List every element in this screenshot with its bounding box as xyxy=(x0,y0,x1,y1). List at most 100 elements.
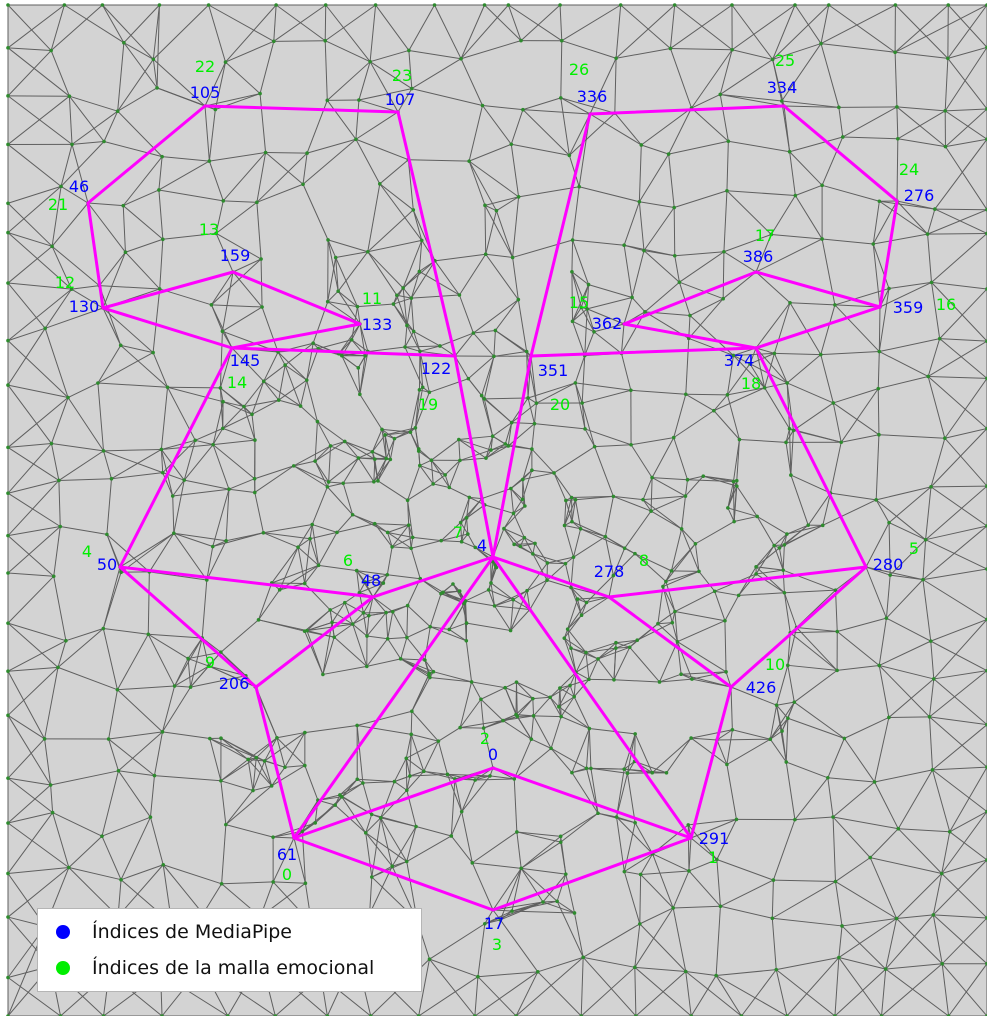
mesh-vertex xyxy=(781,568,785,572)
mesh-edge xyxy=(278,364,286,401)
mesh-edge xyxy=(380,781,395,819)
mesh-edge xyxy=(441,540,462,543)
mesh-edge xyxy=(125,238,164,253)
mesh-edge xyxy=(575,652,587,673)
mesh-vertex xyxy=(464,516,469,520)
mesh-edge xyxy=(888,522,891,576)
mesh-vertex xyxy=(227,487,231,492)
mesh-edge xyxy=(604,536,614,576)
mesh-edge xyxy=(419,459,432,467)
mesh-edge xyxy=(337,290,358,308)
mesh-edge xyxy=(874,717,890,783)
mesh-edge xyxy=(341,355,361,395)
mesh-edge xyxy=(516,681,534,699)
mesh-edge xyxy=(674,611,726,622)
mesh-vertex xyxy=(160,470,165,475)
mesh-edge xyxy=(458,439,461,461)
mesh-edge xyxy=(485,445,509,459)
mesh-vertex xyxy=(151,350,155,355)
mesh-edge xyxy=(300,405,318,422)
mesh-edge xyxy=(580,957,584,1016)
mesh-vertex xyxy=(514,680,519,684)
mesh-edge xyxy=(881,963,943,1016)
mesh-edge xyxy=(945,146,987,210)
mesh-edge xyxy=(930,618,987,642)
emotional-edge-206-50 xyxy=(118,565,258,689)
mesh-edge xyxy=(264,760,273,786)
mesh-edge xyxy=(50,4,65,51)
mesh-vertex xyxy=(333,255,338,260)
mesh-edge xyxy=(484,909,494,924)
mediapipe-index-label: 4 xyxy=(477,536,487,555)
mesh-edge xyxy=(571,772,599,814)
mesh-edge xyxy=(261,306,279,353)
mesh-edge xyxy=(406,740,439,759)
mesh-vertex xyxy=(559,38,564,43)
mesh-vertex xyxy=(668,46,673,51)
mesh-edge xyxy=(352,615,370,625)
mesh-edge xyxy=(662,570,700,588)
mesh-vertex xyxy=(405,635,409,640)
mesh-edge xyxy=(794,701,845,739)
emotional-index-label: 15 xyxy=(569,293,589,312)
mediapipe-index-label: 276 xyxy=(904,186,935,205)
mesh-edge xyxy=(674,4,733,51)
mesh-edge xyxy=(412,536,442,542)
mesh-edge xyxy=(475,778,515,781)
mesh-edge xyxy=(101,770,119,837)
mesh-vertex xyxy=(211,442,215,447)
mesh-vertex xyxy=(784,760,789,764)
mesh-edge xyxy=(561,40,617,59)
mesh-edge xyxy=(147,571,150,635)
mesh-edge xyxy=(327,301,358,308)
mesh-vertex xyxy=(649,509,653,513)
mesh-vertex xyxy=(261,530,266,535)
mesh-edge xyxy=(158,160,210,191)
mesh-edge xyxy=(407,159,414,210)
mesh-edge xyxy=(172,488,230,497)
mesh-edge xyxy=(785,428,791,443)
mesh-edge xyxy=(755,302,791,349)
mesh-edge xyxy=(789,136,843,153)
mesh-edge xyxy=(327,239,368,253)
mesh-vertex xyxy=(502,526,506,531)
emotional-index-label: 2 xyxy=(480,729,490,748)
mesh-vertex xyxy=(6,776,10,780)
mesh-edge xyxy=(651,477,686,497)
mediapipe-index-label: 122 xyxy=(421,359,452,378)
mesh-vertex xyxy=(473,778,477,782)
mesh-edge xyxy=(947,4,987,59)
mesh-edge xyxy=(581,602,587,616)
mesh-edge xyxy=(944,378,987,439)
mesh-edge xyxy=(719,94,729,142)
mesh-edge xyxy=(614,58,617,114)
mesh-edge xyxy=(513,747,552,780)
mesh-vertex xyxy=(893,3,898,7)
mesh-vertex xyxy=(768,737,773,741)
mediapipe-index-label: 374 xyxy=(724,351,755,370)
mesh-vertex xyxy=(66,395,70,400)
mesh-vertex xyxy=(672,253,677,258)
mesh-edge xyxy=(87,202,126,253)
mesh-vertex xyxy=(492,604,497,608)
mesh-vertex xyxy=(683,392,688,397)
mesh-vertex xyxy=(51,574,56,579)
mesh-vertex xyxy=(525,588,529,593)
mesh-edge xyxy=(522,472,555,480)
mesh-vertex xyxy=(596,657,600,661)
mesh-edge xyxy=(769,738,787,763)
mesh-vertex xyxy=(405,498,410,503)
mesh-vertex xyxy=(429,458,434,463)
mesh-vertex xyxy=(641,497,645,502)
mesh-edge xyxy=(794,816,834,821)
mesh-vertex xyxy=(313,459,317,463)
mesh-edge xyxy=(411,58,462,90)
mesh-vertex xyxy=(445,772,450,777)
mesh-edge xyxy=(258,582,273,620)
mesh-vertex xyxy=(506,3,511,7)
emotional-index-label: 20 xyxy=(550,395,570,414)
mesh-edge xyxy=(608,575,614,598)
emotional-index-label: 18 xyxy=(741,374,761,393)
emotional-index-label: 13 xyxy=(199,220,219,239)
mesh-edge xyxy=(674,190,728,208)
